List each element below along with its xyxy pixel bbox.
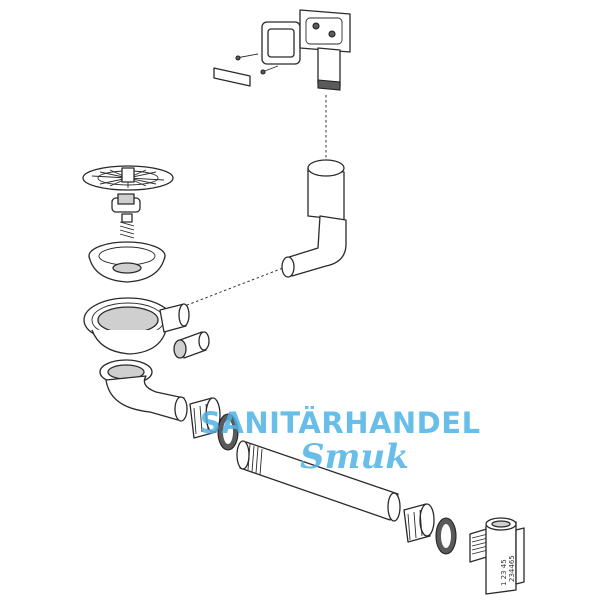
tee-code-2: 1 23 45 [500,559,508,586]
union-nut-2 [403,503,435,543]
tee-code-1: 234465 [508,555,516,582]
watermark-line-1: SANITÄRHANDEL [200,406,481,440]
watermark-line-2: Smuk [300,437,409,477]
strainer-stem [111,193,141,239]
seal-ring-2 [435,517,457,555]
strainer-plate [82,165,174,191]
cap-plug [173,331,210,359]
overflow-control-handle [213,9,351,91]
outlet-elbow [99,359,188,422]
extension-pipe [236,440,401,522]
tee-connector: 234465 1 23 45 [469,517,525,595]
seal-ring-1 [217,413,239,451]
drain-body [83,297,190,355]
strainer-basket [88,241,166,283]
union-nut-1 [189,397,221,439]
connector-dashed-lines [181,95,327,308]
overflow-tube [281,159,347,278]
watermark: SANITÄRHANDEL Smuk [200,406,481,477]
